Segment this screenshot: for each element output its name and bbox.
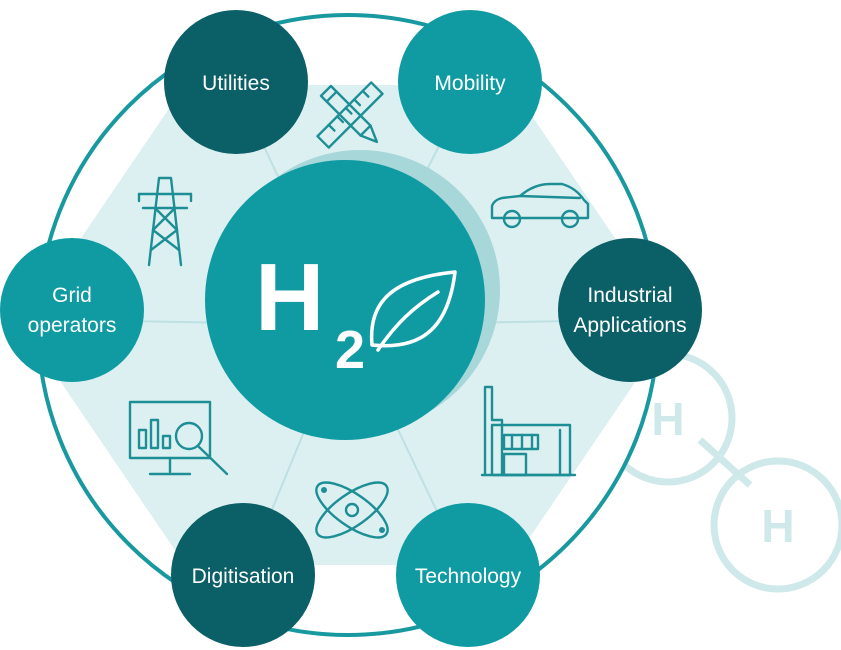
car-icon: [490, 182, 590, 229]
node-digitisation[interactable]: Digitisation: [171, 503, 315, 647]
node-grid-operators[interactable]: Grid operators: [0, 238, 144, 382]
node-technology[interactable]: Technology: [396, 503, 540, 647]
node-mobility-label: Mobility: [434, 72, 506, 95]
molecule-atom-1-label: H: [651, 393, 684, 445]
node-grid-line2: operators: [28, 314, 117, 337]
power-pylon-icon: [137, 176, 193, 267]
node-utilities[interactable]: Utilities: [164, 10, 308, 154]
core-symbol: H: [255, 244, 324, 351]
atom-icon: [315, 481, 389, 539]
core-subscript: 2: [335, 320, 365, 380]
factory-icon: [480, 385, 577, 477]
node-utilities-label: Utilities: [202, 72, 270, 95]
core-circle: [205, 160, 485, 440]
molecule-atom-2-label: H: [761, 500, 794, 552]
ruler-pencil-icon: [316, 81, 384, 149]
node-mobility[interactable]: Mobility: [398, 10, 542, 154]
analytics-screen-icon: [128, 400, 229, 476]
hydrogen-core: H 2: [205, 150, 500, 440]
leaf-icon: [369, 270, 457, 352]
node-technology-label: Technology: [415, 565, 522, 588]
molecule-atom-2: [710, 457, 841, 593]
node-industrial-line2: Applications: [573, 314, 686, 337]
node-industrial-applications[interactable]: Industrial Applications: [558, 238, 702, 382]
node-grid-line1: Grid: [52, 284, 92, 307]
node-industrial-line1: Industrial: [587, 284, 672, 307]
node-digitisation-label: Digitisation: [192, 565, 295, 588]
